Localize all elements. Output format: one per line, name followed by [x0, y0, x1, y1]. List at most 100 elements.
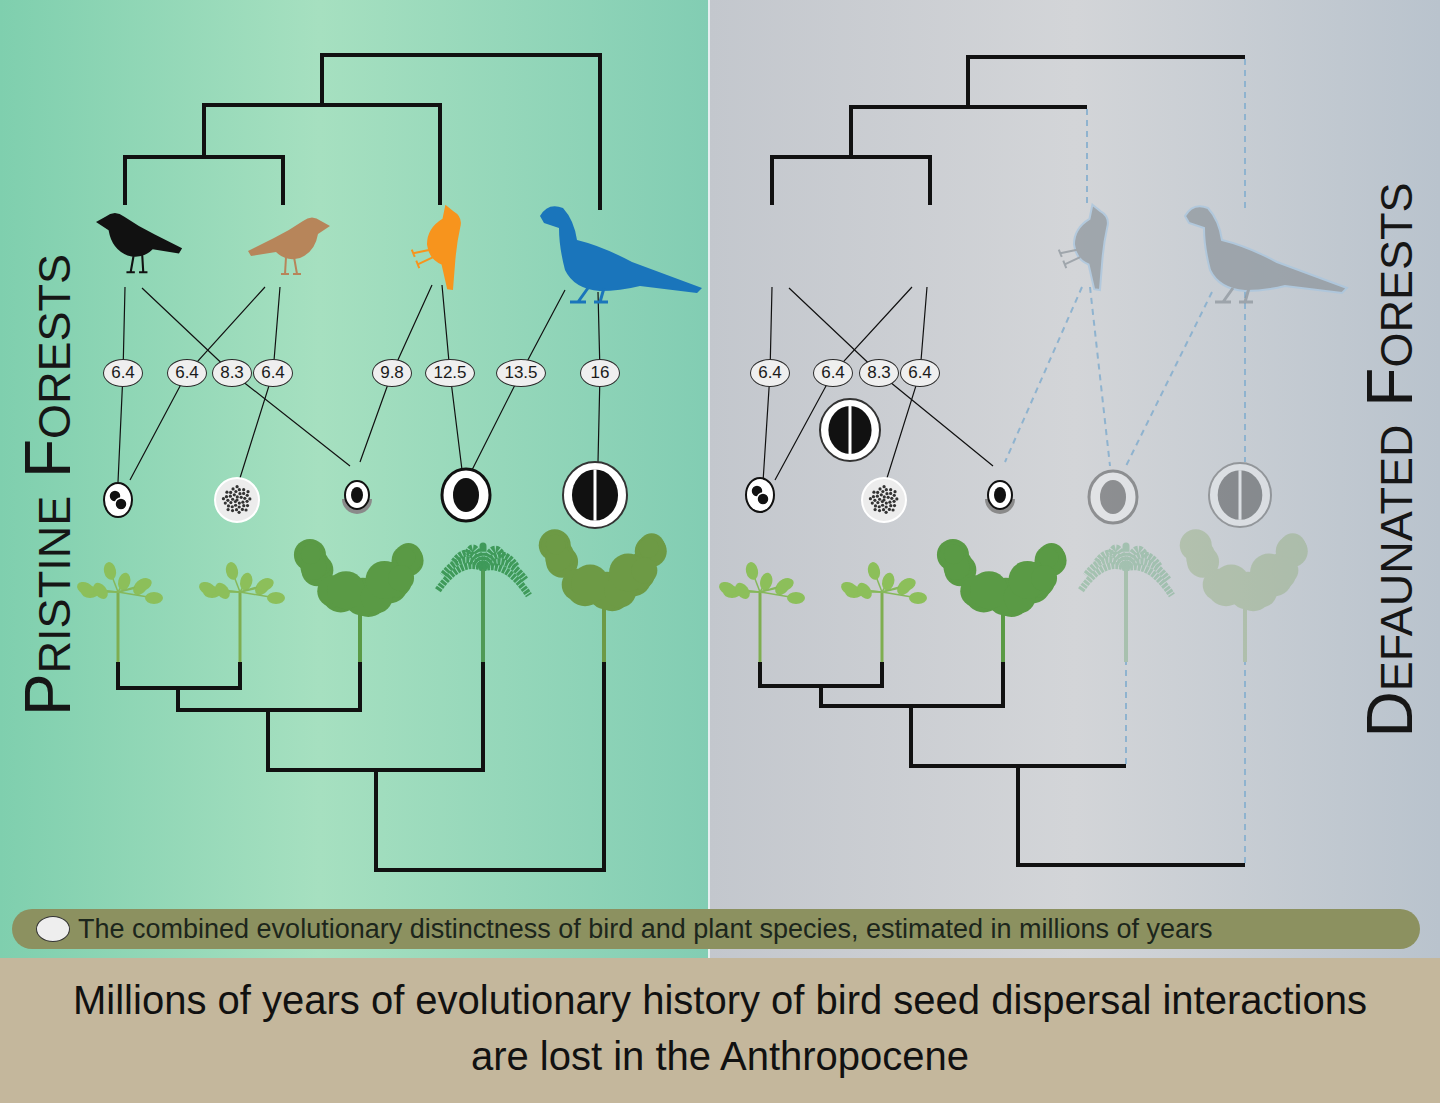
- seed-dot: [889, 492, 892, 495]
- leaf: [197, 579, 218, 598]
- seed-dot: [883, 495, 886, 498]
- seed-dot: [869, 497, 872, 500]
- large-seed: [1089, 471, 1137, 523]
- seed-dot: [245, 500, 248, 503]
- leaf: [744, 561, 760, 581]
- seed-coat: [988, 481, 1012, 509]
- many-seeded-fruit: [862, 478, 906, 522]
- seed-dot: [878, 509, 881, 512]
- seed-dot: [876, 491, 879, 494]
- distinctness-ellipse: 6.4: [900, 359, 940, 387]
- plant-trunk: [759, 592, 762, 662]
- bird-tree: [125, 55, 600, 210]
- tree: [1180, 529, 1308, 662]
- seed-core: [828, 406, 871, 454]
- distinctness-value: 9.8: [380, 363, 404, 383]
- seed-dot: [226, 499, 229, 502]
- interaction-line: [789, 288, 993, 466]
- leaf: [839, 579, 860, 598]
- leaf: [775, 575, 796, 594]
- seed-dot: [876, 495, 879, 498]
- seed-dot: [893, 490, 896, 493]
- seed-dot: [241, 508, 244, 511]
- seed-dot: [878, 505, 881, 508]
- distinctness-ellipse: 6.4: [750, 359, 790, 387]
- seed-dot: [234, 490, 237, 493]
- interaction-line: [775, 287, 912, 480]
- seed-dot: [226, 508, 229, 511]
- guan-silhouette: [540, 206, 702, 302]
- lost-interaction: [1090, 287, 1110, 466]
- seed-dot: [225, 495, 228, 498]
- bird-tree: [772, 57, 1245, 205]
- bird-legs: [570, 288, 608, 302]
- seed-dot: [238, 505, 241, 508]
- bird-body: [540, 206, 702, 293]
- distinctness-value: 16: [591, 363, 610, 383]
- leaf: [897, 575, 918, 594]
- seed-dot: [234, 504, 237, 507]
- seed-coat: [746, 478, 774, 512]
- distinctness-value: 6.4: [908, 363, 932, 383]
- lost-interaction: [1244, 292, 1246, 462]
- distinctness-value: 12.5: [433, 363, 466, 383]
- seed-coat: [563, 462, 627, 528]
- many-seeded-fruit: [215, 478, 259, 522]
- seed-dot: [246, 490, 249, 493]
- foliage: [1038, 548, 1058, 568]
- foliage: [1187, 534, 1207, 554]
- seed-dot: [231, 505, 234, 508]
- distinctness-ellipse: 8.3: [859, 359, 899, 387]
- plants: [75, 529, 1308, 662]
- bird-legs: [1215, 288, 1253, 302]
- interaction-line: [130, 287, 265, 480]
- seed-dot: [889, 488, 892, 491]
- seed-coat: [1089, 471, 1137, 523]
- distinctness-ellipse: 12.5: [425, 359, 475, 387]
- seed-dot: [885, 492, 888, 495]
- seed-dot: [893, 494, 896, 497]
- bird-legs: [1059, 243, 1082, 268]
- plant-trunk: [1124, 568, 1128, 662]
- seed-dot: [895, 497, 898, 500]
- foliage: [571, 565, 609, 603]
- leaf: [717, 579, 738, 598]
- foliage: [1272, 558, 1298, 584]
- cup-seed: [985, 481, 1015, 514]
- foliage: [301, 544, 321, 564]
- distinctness-value: 8.3: [867, 363, 891, 383]
- seed-dot: [238, 492, 241, 495]
- papaya-plant: [197, 561, 285, 662]
- seed-dot: [222, 497, 225, 500]
- distinctness-ellipse: 6.4: [167, 359, 207, 387]
- foliage: [388, 565, 414, 591]
- seed-dot: [874, 504, 877, 507]
- plant-trunk: [117, 592, 120, 662]
- seed-dot: [225, 491, 228, 494]
- foliage: [546, 534, 566, 554]
- foliage: [970, 571, 1008, 609]
- lost-branch: [1126, 662, 1245, 863]
- seed-dot: [882, 485, 885, 488]
- seed-dot: [873, 499, 876, 502]
- seed-dot: [238, 488, 241, 491]
- frond: [1126, 567, 1172, 596]
- bird-legs: [126, 254, 147, 272]
- tree: [937, 539, 1067, 662]
- legend-text: The combined evolutionary distinctness o…: [78, 914, 1213, 945]
- seed-dot: [876, 501, 879, 504]
- small-seed: [104, 483, 132, 517]
- leaf: [212, 580, 233, 602]
- seed-dot: [246, 494, 249, 497]
- seed-dot: [889, 504, 892, 507]
- bird-legs: [281, 257, 301, 274]
- seed-dot: [888, 508, 891, 511]
- bird-silhouette: [1048, 201, 1131, 298]
- seed-dot: [878, 498, 881, 501]
- distinctness-ellipse: 9.8: [372, 359, 412, 387]
- seed-dot: [229, 501, 232, 504]
- leaf: [866, 561, 882, 581]
- panel-title: Pristine Forests: [16, 254, 80, 716]
- bird-body: [96, 213, 182, 257]
